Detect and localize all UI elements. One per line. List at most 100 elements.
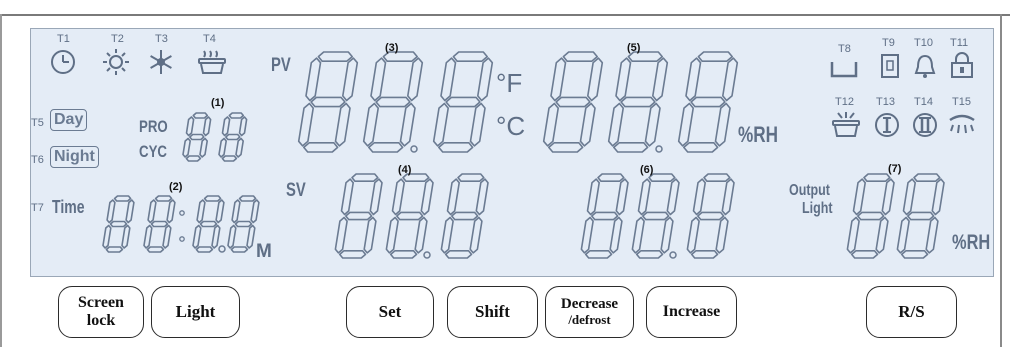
fahrenheit-unit: °F <box>496 68 523 98</box>
pro-label: PRO <box>139 117 168 136</box>
frame-right-border <box>1000 14 1002 347</box>
night-indicator: Night <box>50 146 99 168</box>
zone5-digit-3-seg-f <box>685 57 702 102</box>
zone1-digit-2-seg-e <box>218 137 227 158</box>
zone2-digit-2-seg-a <box>154 195 173 202</box>
day-indicator: Day <box>50 109 88 131</box>
t3-label: T3 <box>155 33 168 45</box>
sv-label: SV <box>286 180 306 201</box>
increase-button[interactable]: Increase <box>646 286 737 338</box>
zone5-digit-3-seg-g <box>690 96 726 108</box>
screen-lock-line1: Screen <box>78 293 124 311</box>
frame-left-border <box>0 14 2 347</box>
zone3-digit-3-seg-f <box>440 57 457 102</box>
zone2-digit-4-seg-d <box>230 246 249 253</box>
zone1-digit-1-seg-f <box>185 116 195 137</box>
zone5-digit-3-seg-c <box>714 102 731 147</box>
zone2-digit-1-seg-e <box>102 224 112 249</box>
zone6-digit-1-seg-f <box>586 178 601 216</box>
decrease-defrost-button[interactable]: Decrease/defrost <box>545 286 634 338</box>
zone1-digit-1-seg-a <box>192 112 209 119</box>
set-button-label: Set <box>378 302 402 322</box>
humidifier-icon <box>832 112 860 137</box>
zone4-digit-1-seg-f <box>340 178 355 216</box>
zone2-digit-4-seg-f <box>231 199 241 224</box>
zone3-digit-3-seg-c <box>469 102 486 147</box>
zone1-digit-2-seg-g <box>225 133 241 141</box>
zone7-digit-2-seg-d <box>900 250 929 259</box>
shift-button[interactable]: Shift <box>447 286 538 338</box>
time-label: Time <box>52 197 85 217</box>
zone3-digit-2-seg-g <box>375 96 411 108</box>
light-button[interactable]: Light <box>151 286 240 338</box>
zone5-digit-3-seg-e <box>677 102 695 147</box>
zone1-digit-2-seg-f <box>221 116 231 137</box>
set-button[interactable]: Set <box>346 286 434 338</box>
zone4-digit-1-seg-e <box>334 216 348 254</box>
zone3-digit-2-seg-e <box>362 102 380 147</box>
zone1-digit-1-seg-g <box>189 133 205 141</box>
zone7-digit-2-seg-e <box>896 216 910 254</box>
shift-button-label: Shift <box>475 302 510 322</box>
roman-two-icon <box>913 113 937 137</box>
zone5-digit-3-seg-d <box>682 142 719 153</box>
zone7-digit-1-seg-b <box>881 178 895 216</box>
zone2-digit-1-seg-c <box>121 224 131 249</box>
zone7-digit-1-seg-c <box>875 216 889 254</box>
zone6-digit-3-seg-d <box>690 250 719 259</box>
zone-marker-1: (1) <box>211 97 225 109</box>
output-label: Output <box>789 182 830 199</box>
t12-label: T12 <box>835 96 854 108</box>
t2-label: T2 <box>111 33 124 45</box>
steam-bowl-icon <box>198 50 226 74</box>
lcd-panel <box>30 28 994 277</box>
zone1-digit-1-seg-e <box>182 137 191 158</box>
zone3-digit-1-seg-f <box>305 57 322 102</box>
zone-marker-4: (4) <box>398 164 412 176</box>
zone3-digit-3-seg-b <box>476 57 494 102</box>
zone-marker-5: (5) <box>627 42 641 54</box>
zone5-digit-2-seg-b <box>651 57 669 102</box>
zone3-digit-1-seg-g <box>310 96 346 108</box>
zone4-digit-2-seg-d <box>389 250 418 259</box>
rh-unit-bottom: %RH <box>952 231 991 254</box>
zone3-digit-1-seg-a <box>317 51 354 63</box>
cyc-label: CYC <box>139 142 168 161</box>
zone6-digit-1-seg-b <box>615 178 629 216</box>
zone4-digit-1-seg-g <box>344 211 373 221</box>
zone2-digit-3-seg-b <box>215 199 225 224</box>
zone5-digit-2-seg-a <box>627 51 664 63</box>
zone2-digit-2-seg-d <box>146 246 165 253</box>
zone5-digit-1-seg-d <box>547 142 584 153</box>
run-stop-button[interactable]: R/S <box>866 286 957 338</box>
zone1-digit-1-seg-d <box>185 155 202 162</box>
pv-label: PV <box>271 55 291 76</box>
zone6-digit-2-seg-f <box>637 178 652 216</box>
decrease-line1: Decrease <box>560 295 619 312</box>
zone5-digit-1-seg-f <box>550 57 567 102</box>
zone5-digit-2-seg-f <box>615 57 632 102</box>
zone5-digit-2-seg-c <box>644 102 661 147</box>
zone5-digit-2-seg-d <box>612 142 649 153</box>
zone3-digit-2-seg-d <box>367 142 404 153</box>
zone2-digit-3-seg-g <box>199 220 218 228</box>
t8-label: T8 <box>838 43 851 55</box>
roman-one-icon <box>875 113 899 137</box>
zone3-digit-1-seg-d <box>302 142 339 153</box>
zone5-digit-1-seg-b <box>586 57 604 102</box>
zone2-digit-1-seg-a <box>113 195 132 202</box>
minutes-unit: M <box>256 241 272 262</box>
t11-label: T11 <box>950 37 969 49</box>
zone4-digit-3-seg-e <box>440 216 454 254</box>
zone1-digit-2-seg-d <box>221 155 238 162</box>
zone2-digit-2-seg-f <box>147 199 157 224</box>
zone6-digit-3-seg-e <box>686 216 700 254</box>
t1-label: T1 <box>57 33 70 45</box>
zone6-digit-2-decimal-point <box>669 251 677 259</box>
door-icon <box>881 54 899 78</box>
zone4-digit-3-seg-d <box>444 250 473 259</box>
zone4-digit-3-seg-f <box>446 178 461 216</box>
zone3-digit-1-seg-b <box>341 57 359 102</box>
zone2-digit-2-seg-b <box>166 199 176 224</box>
